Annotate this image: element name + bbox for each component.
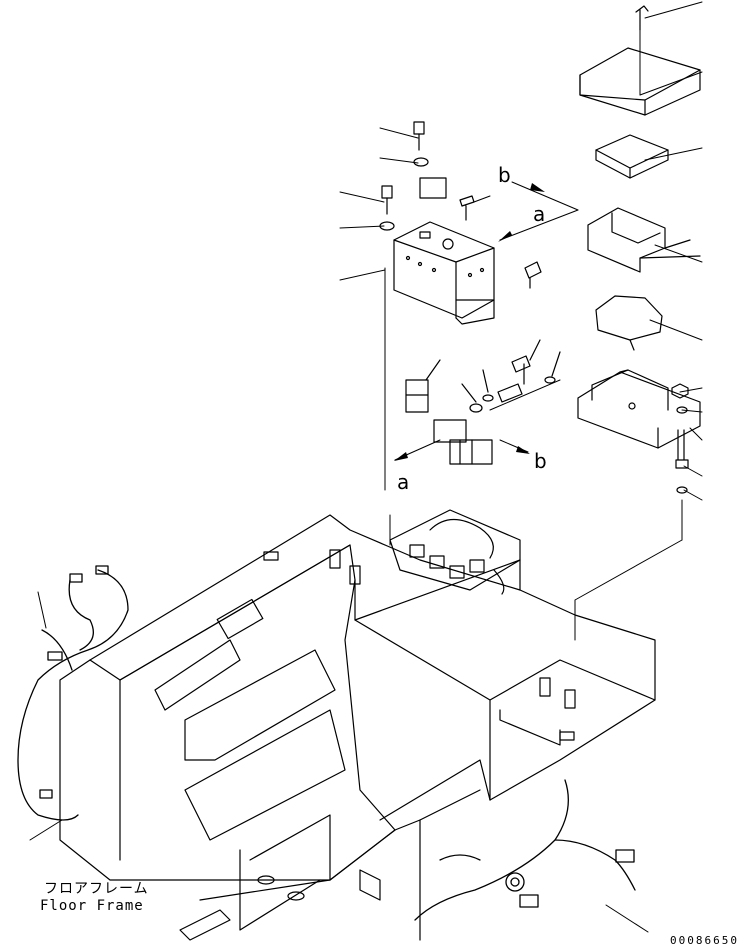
relays-middle (405, 339, 561, 465)
cover-plate-top (579, 5, 701, 116)
ref-a-top: a (533, 202, 546, 226)
caption-english: Floor Frame (40, 898, 144, 914)
floor-frame (59, 514, 656, 941)
bolts-upper (379, 121, 542, 289)
lower-frame (179, 814, 331, 941)
assembly-guides (384, 9, 683, 641)
relay-board (389, 509, 521, 595)
ref-b-bottom: b (534, 449, 547, 473)
wire-harness-left (17, 565, 129, 821)
pad (595, 295, 663, 351)
relay-box (393, 221, 495, 325)
hardware-stack (671, 383, 689, 494)
leader-lines (29, 1, 703, 933)
document-number: 00086650 (670, 934, 739, 947)
bracket (587, 207, 701, 273)
tray-box (577, 369, 701, 449)
wire-harness-lower (414, 779, 636, 921)
ref-b-top: b (498, 163, 511, 187)
cover-plate-small (595, 134, 669, 179)
caption-japanese: フロアフレーム (44, 881, 149, 897)
arrow-heads (394, 183, 545, 461)
ref-a-bottom: a (397, 470, 410, 494)
